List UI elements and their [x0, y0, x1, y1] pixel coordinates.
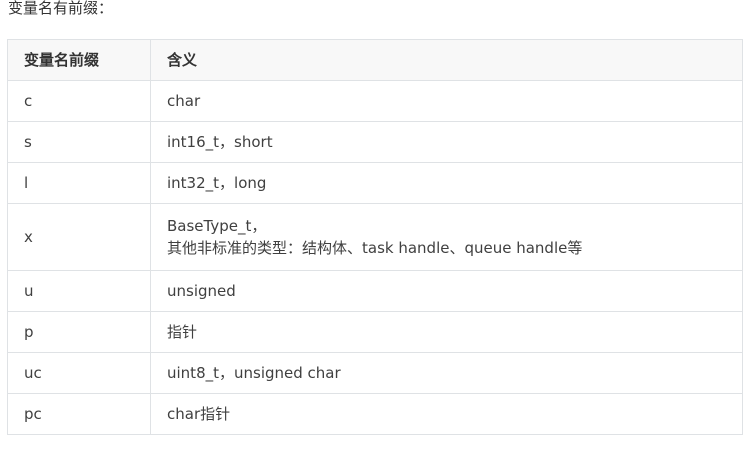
table-row: s int16_t，short: [7, 121, 743, 163]
prefix-cell: s: [7, 121, 151, 163]
meaning-line: uint8_t，unsigned char: [167, 364, 341, 382]
meaning-cell: int32_t，long: [150, 162, 743, 204]
meaning-line: char指针: [167, 405, 231, 423]
meaning-cell: unsigned: [150, 270, 743, 312]
prefix-cell: uc: [7, 352, 151, 394]
meaning-cell: char: [150, 80, 743, 122]
prefix-table: 变量名前缀 含义 c char s int16_t，short l int32_…: [7, 39, 743, 435]
table-header-row: 变量名前缀 含义: [7, 39, 743, 81]
prefix-cell: pc: [7, 393, 151, 435]
table-row: x BaseType_t， 其他非标准的类型：结构体、task handle、q…: [7, 203, 743, 271]
prefix-cell: u: [7, 270, 151, 312]
meaning-cell: uint8_t，unsigned char: [150, 352, 743, 394]
prefix-cell: p: [7, 311, 151, 353]
table-row: uc uint8_t，unsigned char: [7, 352, 743, 394]
meaning-cell: BaseType_t， 其他非标准的类型：结构体、task handle、que…: [150, 203, 743, 271]
header-meaning: 含义: [150, 39, 743, 81]
meaning-cell: char指针: [150, 393, 743, 435]
meaning-line: int32_t，long: [167, 174, 267, 192]
table-row: p 指针: [7, 311, 743, 353]
meaning-cell: 指针: [150, 311, 743, 353]
prefix-cell: c: [7, 80, 151, 122]
prefix-cell: l: [7, 162, 151, 204]
intro-text: 变量名有前缀：: [8, 0, 114, 17]
meaning-line: char: [167, 92, 201, 110]
meaning-line: BaseType_t，: [167, 217, 267, 235]
table-row: c char: [7, 80, 743, 122]
meaning-line: 指针: [167, 323, 198, 341]
table-row: pc char指针: [7, 393, 743, 435]
meaning-cell: int16_t，short: [150, 121, 743, 163]
meaning-line: int16_t，short: [167, 133, 273, 151]
table-row: l int32_t，long: [7, 162, 743, 204]
prefix-cell: x: [7, 203, 151, 271]
table-row: u unsigned: [7, 270, 743, 312]
meaning-line: unsigned: [167, 282, 236, 300]
header-prefix: 变量名前缀: [7, 39, 151, 81]
meaning-line: 其他非标准的类型：结构体、task handle、queue handle等: [167, 239, 583, 257]
